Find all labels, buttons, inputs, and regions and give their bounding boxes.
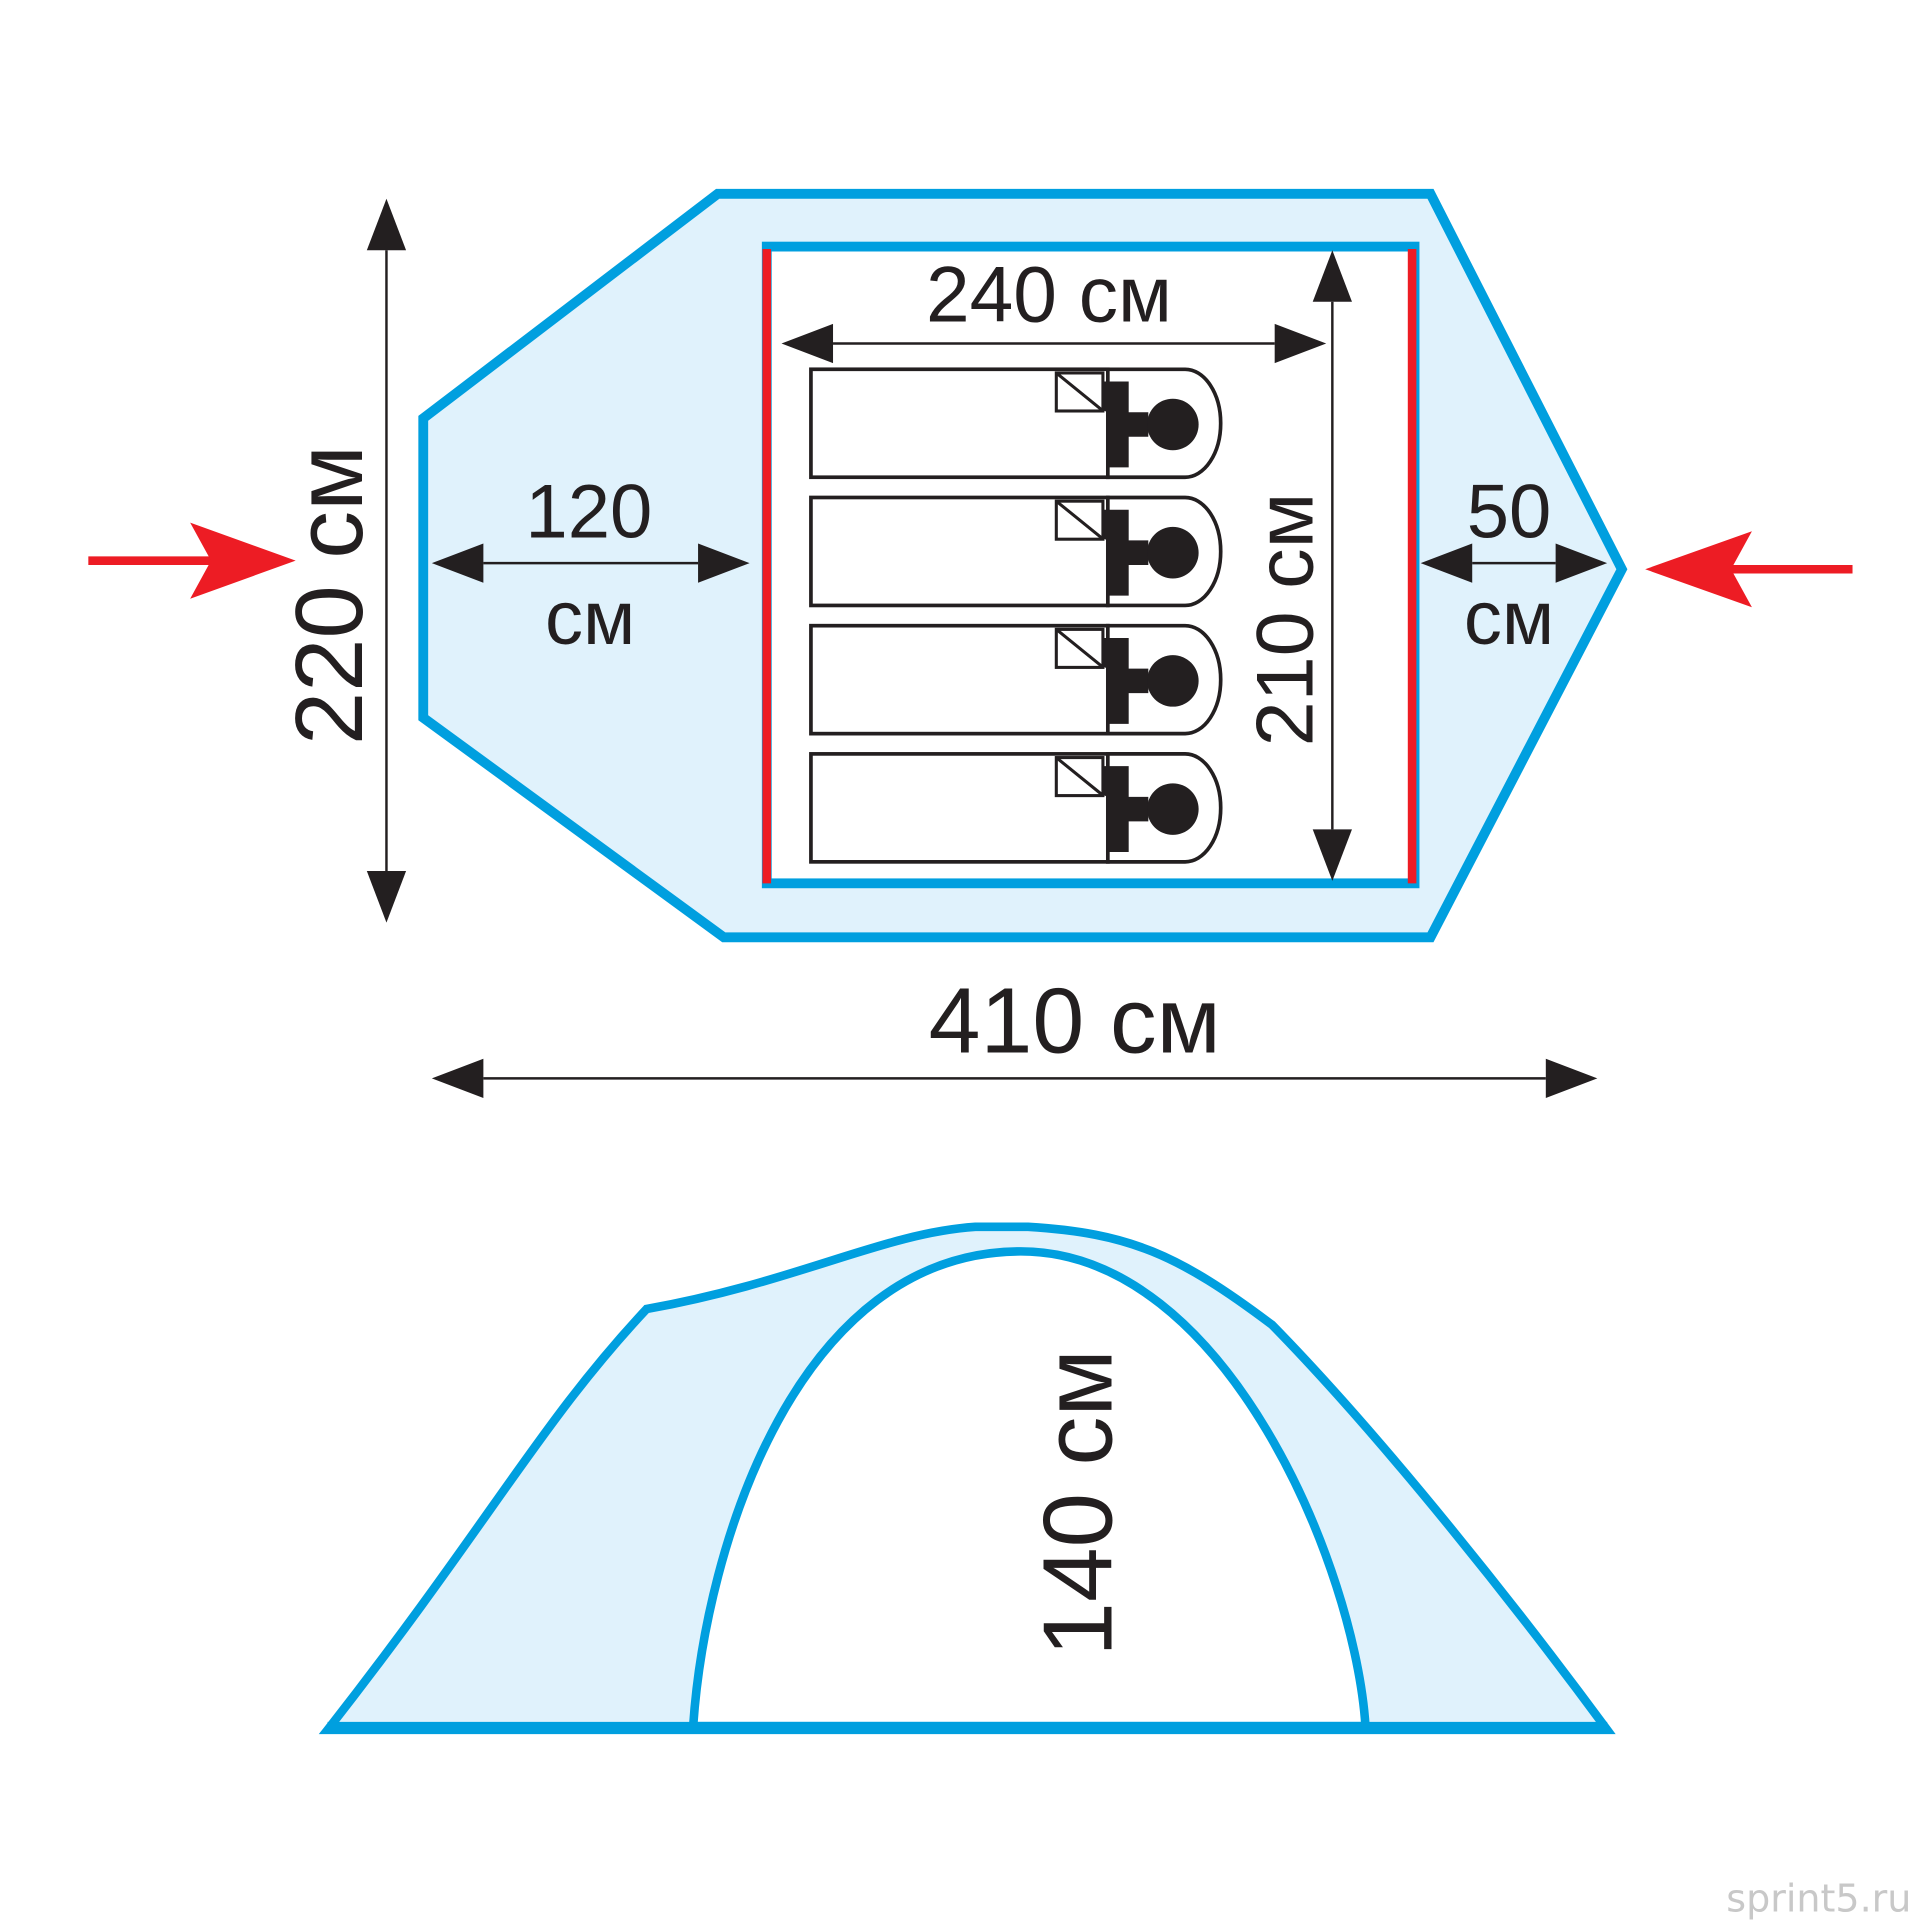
arrowhead-icon [1555, 543, 1608, 583]
vestibule-front-unit: см [545, 576, 635, 661]
sleeping-bag [809, 752, 1223, 864]
total-length-label: 410 см [929, 969, 1221, 1073]
sleeping-bag [809, 623, 1223, 736]
arrowhead-icon [1545, 1058, 1598, 1099]
bag-flap-fold [1055, 628, 1103, 668]
inner-length-label: 240 см [926, 250, 1172, 338]
inner-length-arrow [781, 323, 1327, 364]
bag-flap-fold [1055, 371, 1103, 411]
inner-width-label: 210 см [1241, 493, 1331, 747]
vestibule-front-value: 120 [525, 469, 652, 554]
total-width-label: 220 см [276, 445, 383, 745]
arrowhead-icon [1312, 250, 1352, 302]
sleeping-bag [809, 495, 1223, 608]
vestibule-back-arrow [1420, 543, 1608, 583]
arrowhead-icon [366, 871, 407, 923]
person-icon [1067, 766, 1149, 853]
vestibule-back-value: 50 [1467, 469, 1552, 554]
vestibule-back-unit: см [1464, 576, 1554, 661]
arrowhead-icon [431, 1058, 484, 1099]
inner-height-label: 140 см [1023, 1349, 1133, 1657]
person-icon [1067, 637, 1149, 724]
person-icon [1067, 381, 1149, 468]
watermark: sprint5.ru [1726, 1876, 1911, 1920]
arrowhead-icon [781, 323, 834, 364]
bag-flap-fold [1055, 756, 1103, 796]
vestibule-front-arrow [431, 543, 750, 583]
person-head-icon [1147, 526, 1199, 579]
arrowhead-icon [1274, 323, 1327, 364]
person-head-icon [1147, 783, 1199, 835]
arrowhead-icon [366, 198, 407, 251]
wind-arrow-right [1645, 531, 1853, 608]
wind-arrow-left [88, 522, 296, 599]
arrowhead-icon [431, 543, 484, 583]
person-head-icon [1147, 398, 1199, 451]
sleeping-bag [809, 367, 1223, 480]
inner-tent-arch [688, 1247, 1371, 1731]
arrowhead-icon [698, 543, 750, 583]
sleeping-bags [809, 367, 1223, 864]
arrowhead-icon [1420, 543, 1473, 583]
person-icon [1067, 509, 1149, 596]
total-width-arrow [366, 198, 407, 923]
inner-width-arrow [1312, 250, 1352, 881]
arrowhead-icon [1312, 829, 1352, 881]
bag-flap-fold [1055, 499, 1103, 540]
person-head-icon [1147, 655, 1199, 707]
total-length-arrow [431, 1058, 1598, 1099]
